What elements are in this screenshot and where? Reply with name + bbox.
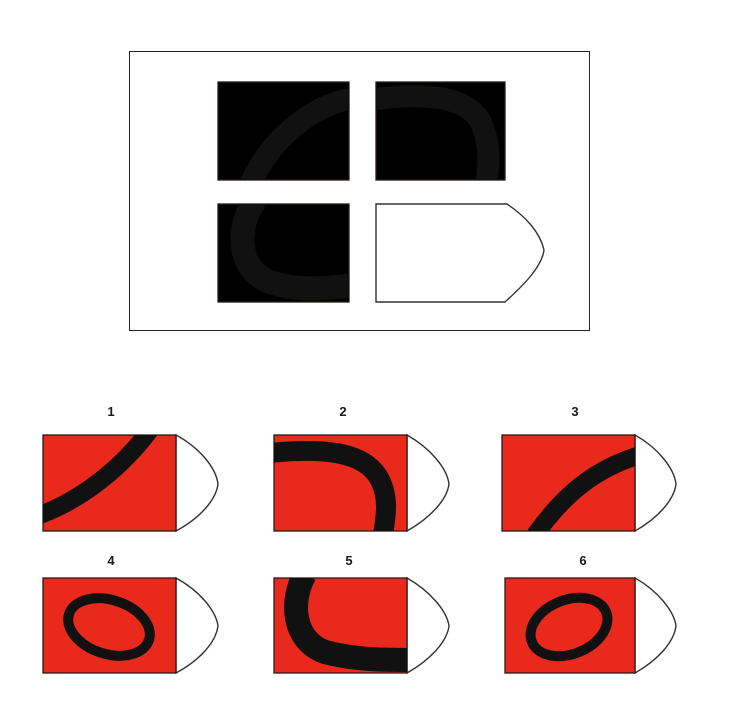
tile-top-left: [217, 81, 350, 181]
option-2[interactable]: [270, 433, 450, 535]
option-1[interactable]: [40, 430, 219, 533]
option-3-number: 3: [571, 404, 579, 419]
tile-top-right: [375, 81, 506, 181]
option-5-number: 5: [345, 553, 353, 568]
option-3[interactable]: [501, 433, 677, 535]
tile-bottom-left: [217, 203, 350, 303]
option-5[interactable]: [273, 574, 450, 675]
option-4[interactable]: [42, 576, 219, 675]
option-6[interactable]: [504, 576, 677, 675]
option-1-number: 1: [107, 404, 115, 419]
option-6-number: 6: [579, 553, 587, 568]
option-4-number: 4: [107, 553, 115, 568]
option-2-number: 2: [339, 404, 347, 419]
tile-missing-piece: [375, 203, 545, 303]
